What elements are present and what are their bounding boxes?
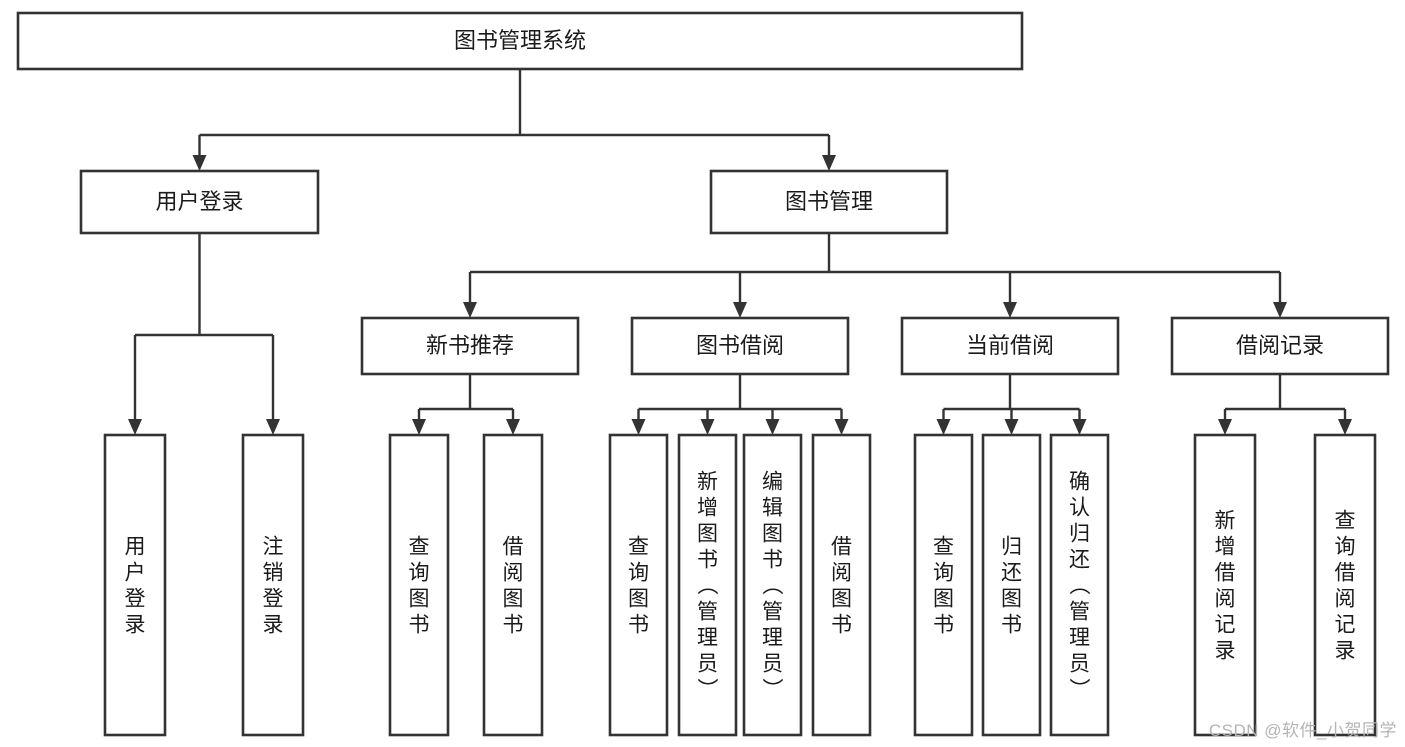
arrow-head-icon <box>463 302 477 318</box>
arrow-head-icon <box>834 419 849 435</box>
node-leaf-2[interactable]: 查询图书 <box>388 433 450 737</box>
node-root[interactable]: 图书管理系统 <box>16 11 1024 71</box>
node-root-label: 图书管理系统 <box>454 28 586 53</box>
arrow-head-icon <box>700 419 715 435</box>
arrow-head-icon <box>822 155 836 171</box>
node-leaf-11-rect[interactable] <box>1193 433 1257 737</box>
node-leaf-0[interactable]: 用户登录 <box>103 433 167 737</box>
node-level3-0[interactable]: 新书推荐 <box>360 316 580 376</box>
node-leaf-9-label: 归还图书 <box>1001 535 1022 636</box>
node-leaf-7-label: 借阅图书 <box>831 535 852 636</box>
arrow-head-icon <box>412 419 426 435</box>
node-leaf-12[interactable]: 查询借阅记录 <box>1313 433 1377 737</box>
node-leaf-8-rect[interactable] <box>913 433 974 737</box>
node-root-rect[interactable] <box>16 11 1024 71</box>
arrow-head-icon <box>192 155 207 171</box>
node-leaf-2-rect[interactable] <box>388 433 450 737</box>
arrow-head-icon <box>1218 419 1232 435</box>
node-level2-0-label: 用户登录 <box>155 189 243 214</box>
node-leaf-0-rect[interactable] <box>103 433 167 737</box>
node-leaf-6-rect[interactable] <box>742 433 803 737</box>
node-level3-0-label: 新书推荐 <box>426 333 514 358</box>
arrow-head-icon <box>631 419 646 435</box>
arrow-head-icon <box>1072 419 1087 435</box>
node-leaf-10[interactable]: 确认归还（管理员） <box>1049 433 1110 737</box>
node-level3-1[interactable]: 图书借阅 <box>630 316 850 376</box>
node-leaf-5-rect[interactable] <box>677 433 738 737</box>
node-leaf-9[interactable]: 归还图书 <box>981 433 1042 737</box>
node-level3-3[interactable]: 借阅记录 <box>1170 316 1390 376</box>
arrow-head-icon <box>506 419 520 435</box>
node-level3-0-rect[interactable] <box>360 316 580 376</box>
node-leaf-6-label: 编辑图书（管理员） <box>762 470 784 701</box>
node-level3-3-label: 借阅记录 <box>1236 333 1324 358</box>
arrow-head-icon <box>733 302 747 318</box>
node-leaf-12-rect[interactable] <box>1313 433 1377 737</box>
node-leaf-8-label: 查询图书 <box>933 535 954 636</box>
watermark-text: CSDN @软件_小贺同学 <box>1208 721 1397 740</box>
arrow-head-icon <box>128 419 142 435</box>
node-leaf-7-rect[interactable] <box>811 433 872 737</box>
arrow-head-icon <box>765 419 780 435</box>
arrow-head-icon <box>1273 302 1287 318</box>
node-leaf-8[interactable]: 查询图书 <box>913 433 974 737</box>
node-leaf-10-rect[interactable] <box>1049 433 1110 737</box>
node-leaf-1[interactable]: 注销登录 <box>241 433 305 737</box>
node-level2-0[interactable]: 用户登录 <box>79 169 320 235</box>
node-leaf-6[interactable]: 编辑图书（管理员） <box>742 433 803 737</box>
arrow-head-icon <box>1003 302 1017 318</box>
node-layer: 图书管理系统用户登录图书管理新书推荐图书借阅当前借阅借阅记录用户登录注销登录查询… <box>16 11 1390 737</box>
node-level3-2-rect[interactable] <box>900 316 1120 376</box>
node-leaf-0-label: 用户登录 <box>125 535 146 636</box>
node-leaf-4-rect[interactable] <box>608 433 669 737</box>
node-leaf-10-label: 确认归还（管理员） <box>1069 470 1091 701</box>
arrow-head-icon <box>936 419 951 435</box>
arrow-head-icon <box>1004 419 1019 435</box>
arrow-head-icon <box>1338 419 1352 435</box>
node-level2-1-label: 图书管理 <box>785 189 873 214</box>
node-level3-1-rect[interactable] <box>630 316 850 376</box>
node-leaf-3-label: 借阅图书 <box>503 535 524 636</box>
connector-layer <box>128 69 1352 435</box>
node-leaf-5[interactable]: 新增图书（管理员） <box>677 433 738 737</box>
arrow-head-icon <box>266 419 280 435</box>
node-leaf-4-label: 查询图书 <box>628 535 649 636</box>
node-leaf-12-label: 查询借阅记录 <box>1335 509 1356 662</box>
node-level2-0-rect[interactable] <box>79 169 320 235</box>
node-leaf-9-rect[interactable] <box>981 433 1042 737</box>
node-leaf-4[interactable]: 查询图书 <box>608 433 669 737</box>
node-leaf-7[interactable]: 借阅图书 <box>811 433 872 737</box>
node-leaf-3-rect[interactable] <box>482 433 544 737</box>
node-leaf-1-rect[interactable] <box>241 433 305 737</box>
node-leaf-3[interactable]: 借阅图书 <box>482 433 544 737</box>
node-level3-2-label: 当前借阅 <box>966 333 1054 358</box>
node-leaf-2-label: 查询图书 <box>409 535 430 636</box>
node-level2-1-rect[interactable] <box>709 169 949 235</box>
node-level3-2[interactable]: 当前借阅 <box>900 316 1120 376</box>
node-leaf-5-label: 新增图书（管理员） <box>697 470 719 701</box>
node-leaf-11[interactable]: 新增借阅记录 <box>1193 433 1257 737</box>
node-level3-1-label: 图书借阅 <box>696 333 784 358</box>
node-leaf-11-label: 新增借阅记录 <box>1215 509 1236 662</box>
node-leaf-1-label: 注销登录 <box>263 535 284 636</box>
node-level3-3-rect[interactable] <box>1170 316 1390 376</box>
node-level2-1[interactable]: 图书管理 <box>709 169 949 235</box>
